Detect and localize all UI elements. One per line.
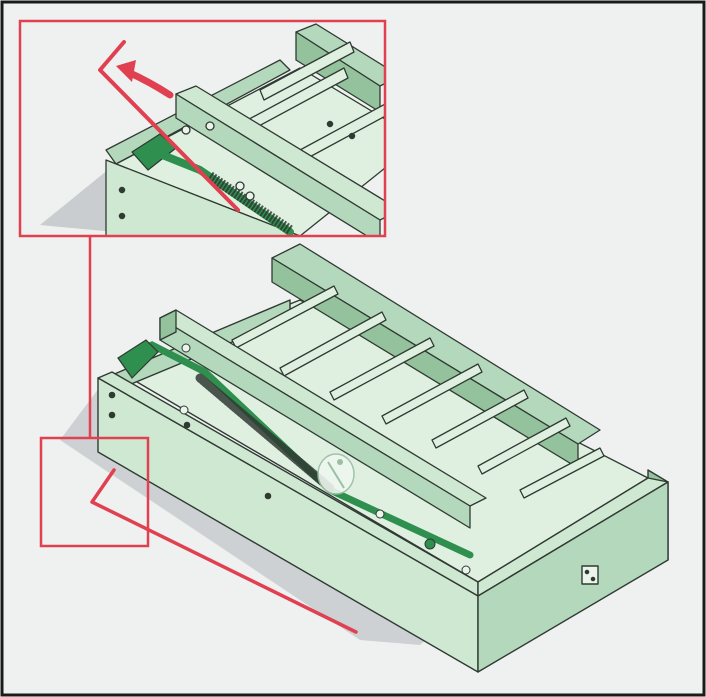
ladder-rungs [231, 285, 605, 499]
callout-box-zoom-inset [18, 19, 387, 238]
ladder-top-board [159, 309, 177, 341]
spring-hinge-mechanism [117, 339, 474, 575]
zoom-inset [18, 19, 387, 238]
hatch-right-wall [477, 481, 669, 673]
curved-arrow-icon [116, 60, 174, 99]
inset-hatch-front-wall [105, 159, 301, 236]
inset-hand-lever [98, 40, 240, 212]
callout-box-detail-source [39, 436, 150, 548]
person-on-ladder-icon [317, 453, 355, 495]
latch-plate [581, 565, 599, 585]
folded-ladder [159, 243, 605, 529]
hand-lever-icon [90, 468, 358, 634]
